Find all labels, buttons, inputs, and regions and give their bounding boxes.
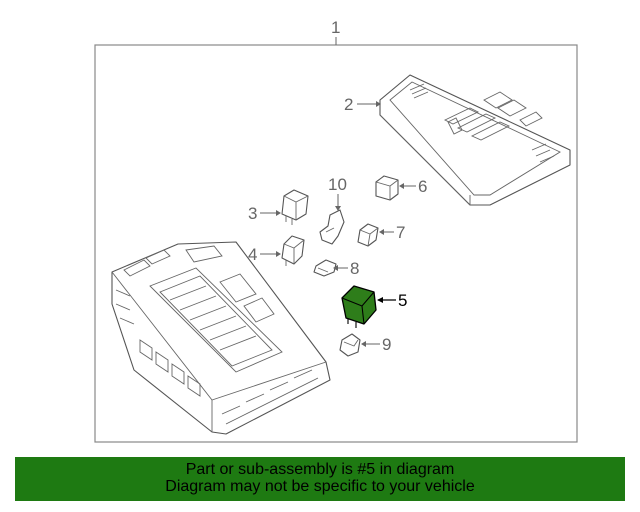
part-6-relay[interactable] bbox=[375, 175, 399, 201]
part-9-clip[interactable] bbox=[339, 333, 361, 357]
callout-9[interactable]: 9 bbox=[361, 335, 391, 354]
callout-8-label: 8 bbox=[350, 259, 359, 278]
part-10-clip[interactable] bbox=[319, 209, 345, 245]
callout-4-label: 4 bbox=[248, 245, 257, 264]
info-banner: Part or sub-assembly is #5 in diagram Di… bbox=[15, 457, 625, 501]
banner-line-1: Part or sub-assembly is #5 in diagram bbox=[185, 461, 455, 478]
part-2-cover[interactable] bbox=[379, 74, 571, 206]
cover-fuse-slots bbox=[443, 91, 543, 141]
callout-1-label: 1 bbox=[331, 18, 340, 37]
callout-2[interactable]: 2 bbox=[344, 95, 381, 114]
banner-line-2: Diagram may not be specific to your vehi… bbox=[165, 478, 475, 495]
callout-8[interactable]: 8 bbox=[333, 259, 359, 278]
callout-1[interactable]: 1 bbox=[331, 18, 340, 45]
part-3-relay[interactable] bbox=[281, 189, 309, 225]
part-5-relay[interactable] bbox=[341, 285, 377, 328]
callout-10[interactable]: 10 bbox=[328, 175, 347, 211]
callout-3-label: 3 bbox=[248, 204, 257, 223]
callout-7-label: 7 bbox=[396, 223, 405, 242]
callout-6-label: 6 bbox=[418, 177, 427, 196]
callout-9-label: 9 bbox=[382, 335, 391, 354]
part-4-relay[interactable] bbox=[281, 235, 305, 266]
callout-5-label: 5 bbox=[398, 291, 407, 310]
callout-4[interactable]: 4 bbox=[248, 245, 281, 264]
part-8-clip[interactable] bbox=[313, 259, 337, 277]
callout-3[interactable]: 3 bbox=[248, 204, 281, 223]
callout-2-label: 2 bbox=[344, 95, 353, 114]
callout-10-label: 10 bbox=[328, 175, 347, 194]
callout-7[interactable]: 7 bbox=[379, 223, 405, 242]
parts-diagram: 1 2 10 6 bbox=[94, 18, 578, 443]
fuse-block-base bbox=[111, 241, 331, 435]
callout-5[interactable]: 5 bbox=[377, 291, 407, 310]
part-7-fuse[interactable] bbox=[357, 223, 379, 247]
callout-6[interactable]: 6 bbox=[399, 177, 427, 196]
